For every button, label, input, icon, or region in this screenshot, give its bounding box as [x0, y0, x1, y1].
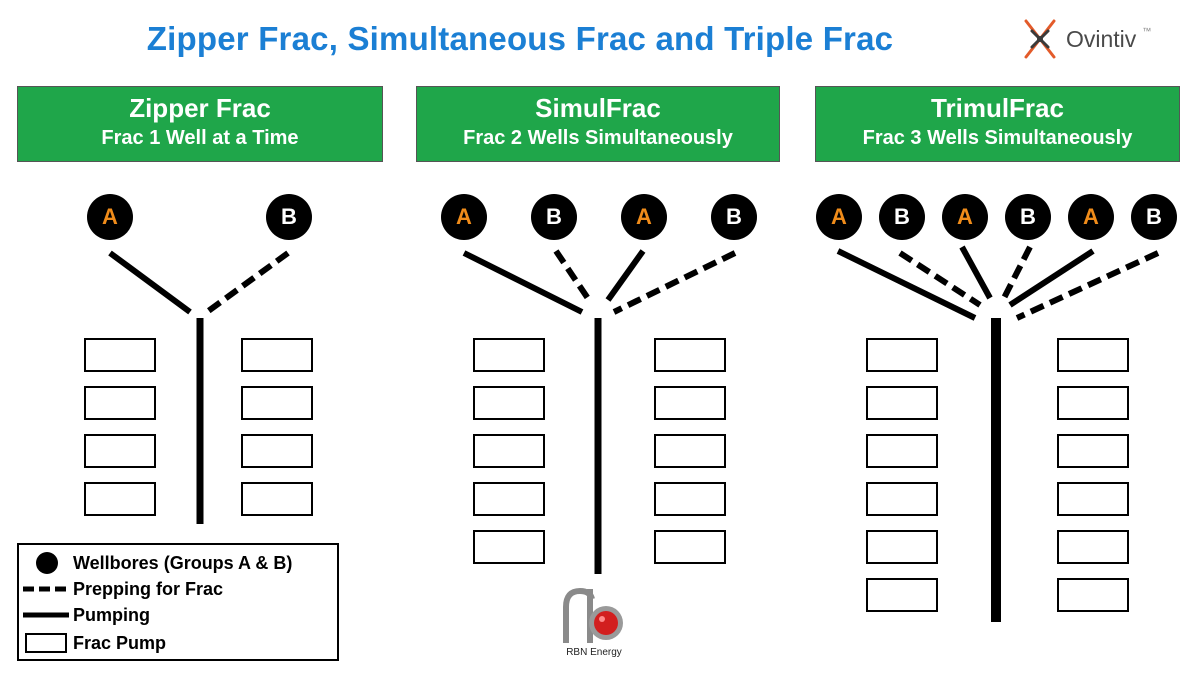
- simul-well-a1: A: [441, 194, 487, 240]
- legend-prepping-label: Prepping for Frac: [73, 579, 224, 599]
- trimul-pump-left-2: [866, 386, 938, 420]
- trimul-a2-pumping-line: [959, 245, 993, 300]
- zipper-pump-left-3: [84, 434, 156, 468]
- simulfrac-title: SimulFrac: [535, 93, 661, 123]
- trimul-well-b1: B: [879, 194, 925, 240]
- page-title: Zipper Frac, Simultaneous Frac and Tripl…: [146, 20, 894, 57]
- simul-pump-left-4: [473, 482, 545, 516]
- trimul-pump-left-4: [866, 482, 938, 516]
- trimul-b3-prepping-line: [1015, 250, 1160, 321]
- legend-wellbores: Wellbores (Groups A & B): [19, 551, 339, 575]
- zipper-frac-title: Zipper Frac: [129, 93, 271, 123]
- trimul-b2-prepping-line: [1001, 245, 1033, 300]
- trimul-pump-left-5: [866, 530, 938, 564]
- legend-pumping-label: Pumping: [73, 605, 150, 625]
- trimul-pump-right-1: [1057, 338, 1129, 372]
- trimul-pump-right-5: [1057, 530, 1129, 564]
- simul-b2-prepping-line: [612, 250, 737, 315]
- zipper-frac-header: Zipper Frac Frac 1 Well at a Time: [17, 86, 383, 162]
- trimul-pump-right-6: [1057, 578, 1129, 612]
- trimul-pump-right-3: [1057, 434, 1129, 468]
- trimul-well-b2: B: [1005, 194, 1051, 240]
- trimul-pump-left-3: [866, 434, 938, 468]
- zipper-well-a: A: [87, 194, 133, 240]
- legend-pumping: Pumping: [19, 603, 339, 627]
- simul-pump-right-1: [654, 338, 726, 372]
- simul-a1-pumping-line: [462, 250, 584, 315]
- simul-pump-right-4: [654, 482, 726, 516]
- simul-b1-prepping-line: [553, 249, 592, 302]
- simul-pump-left-1: [473, 338, 545, 372]
- rbn-energy-logo: RBN Energy: [556, 585, 636, 665]
- zipper-a-pumping-line: [108, 250, 192, 315]
- simul-pump-left-3: [473, 434, 545, 468]
- legend-frac-pump: Frac Pump: [19, 631, 339, 655]
- zipper-frac-subtitle: Frac 1 Well at a Time: [101, 127, 299, 149]
- trimul-a3-pumping-line: [1008, 248, 1095, 308]
- dashed-line-icon: [23, 586, 69, 592]
- zipper-pump-right-2: [241, 386, 313, 420]
- trimul-b1-prepping-line: [898, 250, 982, 308]
- simulfrac-subtitle: Frac 2 Wells Simultaneously: [463, 127, 733, 149]
- trimul-pump-left-1: [866, 338, 938, 372]
- rbn-logo-icon: [563, 587, 623, 643]
- trimul-pump-right-2: [1057, 386, 1129, 420]
- trimul-well-a1: A: [816, 194, 862, 240]
- logo-trademark: ™: [1142, 26, 1152, 36]
- zipper-pump-left-1: [84, 338, 156, 372]
- simul-pump-right-5: [654, 530, 726, 564]
- trimulfrac-subtitle: Frac 3 Wells Simultaneously: [862, 127, 1133, 149]
- zipper-pump-right-1: [241, 338, 313, 372]
- logo-text: Ovintiv: [1066, 25, 1137, 52]
- trimulfrac-title: TrimulFrac: [931, 93, 1064, 123]
- simul-well-b2: B: [711, 194, 757, 240]
- legend: Wellbores (Groups A & B) Prepping for Fr…: [17, 543, 339, 661]
- trimul-well-a2: A: [942, 194, 988, 240]
- zipper-pump-right-4: [241, 482, 313, 516]
- trimul-well-a3: A: [1068, 194, 1114, 240]
- trimul-pump-left-6: [866, 578, 938, 612]
- simul-a2-pumping-line: [605, 249, 646, 302]
- rbn-energy-text: RBN Energy: [566, 647, 622, 658]
- zipper-pump-left-2: [84, 386, 156, 420]
- legend-frac-pump-label: Frac Pump: [73, 633, 167, 653]
- legend-wellbores-label: Wellbores (Groups A & B): [73, 553, 293, 573]
- zipper-well-b: B: [266, 194, 312, 240]
- simul-well-a2: A: [621, 194, 667, 240]
- solid-line-icon: [23, 612, 69, 618]
- simul-pump-left-2: [473, 386, 545, 420]
- trimul-well-b3: B: [1131, 194, 1177, 240]
- simul-pump-right-3: [654, 434, 726, 468]
- legend-prepping: Prepping for Frac: [19, 577, 339, 601]
- frac-pump-box-icon: [25, 633, 67, 653]
- zipper-pump-left-4: [84, 482, 156, 516]
- simulfrac-header: SimulFrac Frac 2 Wells Simultaneously: [416, 86, 780, 162]
- ovintiv-x-logo-icon: [1024, 19, 1056, 59]
- trimul-pump-right-4: [1057, 482, 1129, 516]
- simul-well-b1: B: [531, 194, 577, 240]
- trimul-a1-pumping-line: [836, 248, 977, 321]
- simul-pump-right-2: [654, 386, 726, 420]
- ovintiv-logo: Ovintiv ™: [1020, 14, 1170, 64]
- zipper-pump-right-3: [241, 434, 313, 468]
- trimulfrac-header: TrimulFrac Frac 3 Wells Simultaneously: [815, 86, 1180, 162]
- wellbore-symbol-icon: [36, 552, 58, 574]
- simul-pump-left-5: [473, 530, 545, 564]
- zipper-b-prepping-line: [205, 250, 290, 315]
